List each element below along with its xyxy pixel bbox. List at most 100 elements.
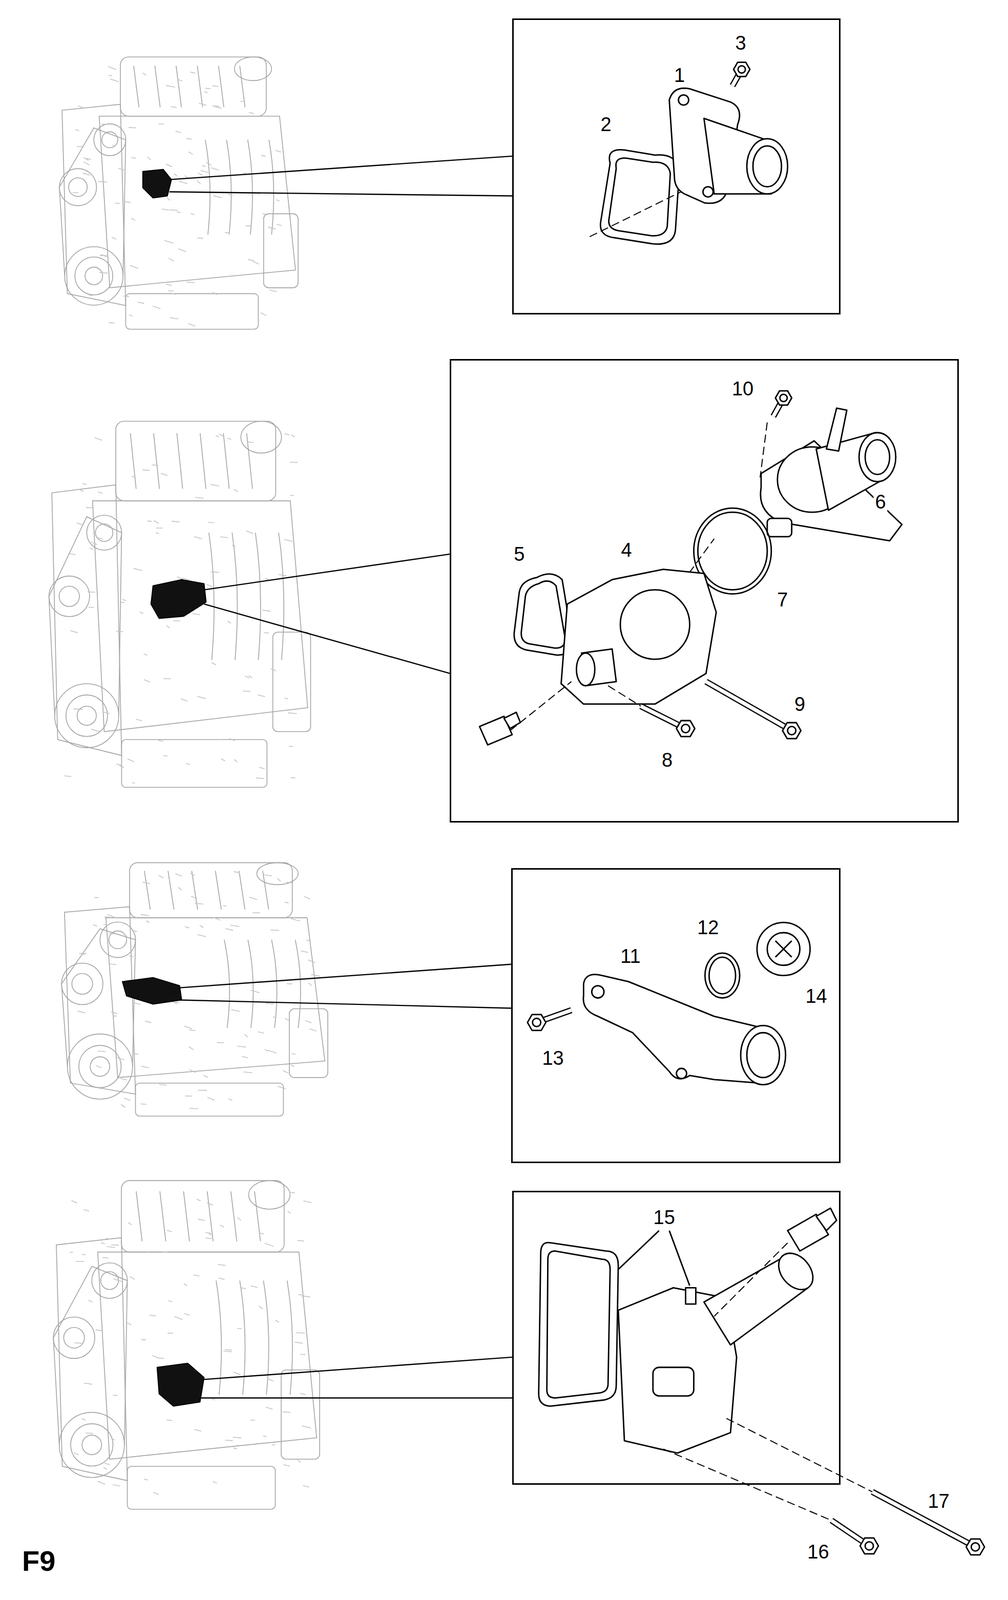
- shading-stroke: [213, 195, 222, 198]
- cover-rib: [200, 433, 206, 490]
- thermostat-insert: [767, 518, 792, 537]
- bolt-head: [733, 62, 750, 77]
- shading-stroke: [136, 719, 142, 721]
- shading-stroke: [229, 925, 240, 927]
- shading-stroke: [246, 531, 254, 534]
- shading-stroke: [212, 292, 218, 296]
- shading-stroke: [287, 1211, 291, 1214]
- reservoir: [240, 421, 282, 453]
- shading-stroke: [74, 1342, 83, 1344]
- shading-stroke: [167, 1332, 174, 1334]
- shading-stroke: [97, 1051, 106, 1052]
- oil-pan: [135, 1083, 284, 1117]
- shading-stroke: [227, 620, 231, 624]
- shading-stroke: [277, 1086, 286, 1089]
- cover-rib: [215, 870, 222, 910]
- shading-stroke: [288, 746, 294, 747]
- shading-stroke: [97, 1481, 105, 1485]
- shading-stroke: [131, 476, 136, 477]
- bolt-hole: [676, 1068, 687, 1079]
- shading-stroke: [259, 767, 265, 769]
- shading-stroke: [211, 168, 219, 171]
- shading-stroke: [220, 1225, 225, 1228]
- shading-stroke: [303, 1201, 312, 1203]
- crank-pulley: [64, 246, 123, 306]
- shading-stroke: [116, 631, 123, 633]
- shading-stroke: [206, 1202, 214, 1206]
- shading-stroke: [111, 1438, 116, 1441]
- shading-stroke: [220, 536, 229, 538]
- shading-stroke: [290, 1065, 295, 1067]
- shading-stroke: [283, 1464, 290, 1467]
- shading-stroke: [189, 1069, 197, 1074]
- shading-stroke: [178, 887, 182, 891]
- shading-stroke: [140, 1103, 147, 1105]
- shading-stroke: [199, 102, 207, 105]
- shading-stroke: [289, 462, 299, 464]
- pulley: [86, 515, 122, 551]
- shading-stroke: [197, 172, 203, 176]
- shading-stroke: [219, 434, 224, 437]
- shading-stroke: [80, 953, 86, 955]
- cover-rib: [207, 1191, 214, 1242]
- bolt-head: [782, 722, 802, 739]
- shading-stroke: [264, 874, 272, 876]
- shading-stroke: [178, 248, 186, 252]
- bolt-head: [787, 726, 796, 735]
- shading-stroke: [143, 654, 148, 656]
- oil-pan: [121, 739, 267, 788]
- centre-line: [714, 1243, 788, 1317]
- pulley: [93, 123, 126, 156]
- shading-stroke: [176, 212, 181, 213]
- manifold-pipe: [271, 939, 277, 1028]
- shading-stroke: [75, 129, 79, 131]
- callout-number: 6: [873, 492, 888, 512]
- reservoir: [234, 56, 272, 81]
- shading-stroke: [111, 1244, 119, 1246]
- shading-stroke: [88, 1300, 93, 1303]
- shading-stroke: [93, 924, 98, 927]
- figure-label: F9: [20, 1546, 57, 1576]
- cover-rib: [144, 870, 151, 910]
- shading-stroke: [108, 66, 117, 70]
- manifold-pipe: [295, 939, 301, 1028]
- pipe-end: [746, 138, 788, 195]
- cover-rib: [168, 870, 175, 910]
- shading-stroke: [190, 873, 195, 876]
- shading-stroke: [196, 1199, 201, 1202]
- shading-stroke: [94, 437, 103, 440]
- thermostat: [767, 932, 801, 966]
- shading-stroke: [73, 1452, 79, 1456]
- inset-frame: 10654798: [449, 359, 959, 823]
- shading-stroke: [89, 548, 94, 550]
- drive-belt: [61, 928, 136, 1067]
- shading-stroke: [175, 131, 182, 133]
- shading-stroke: [231, 1009, 240, 1012]
- pulley: [71, 973, 93, 995]
- shading-stroke: [250, 1286, 258, 1288]
- shading-stroke: [210, 484, 220, 487]
- shading-stroke: [190, 213, 195, 215]
- cover-rib: [176, 66, 182, 108]
- housing: [583, 974, 768, 1084]
- shading-stroke: [240, 1287, 246, 1289]
- callout-number: 13: [540, 1048, 565, 1068]
- pulley: [63, 1327, 84, 1349]
- shading-stroke: [242, 173, 247, 174]
- bolt-shank: [705, 681, 792, 731]
- shading-stroke: [89, 295, 93, 297]
- shading-stroke: [284, 902, 289, 903]
- cover-rib: [262, 870, 269, 910]
- timing-cover: [56, 1237, 128, 1481]
- timing-cover: [64, 906, 136, 1095]
- shading-stroke: [186, 138, 192, 139]
- shading-stroke: [83, 157, 89, 161]
- shading-stroke: [188, 151, 193, 155]
- shading-stroke: [262, 213, 266, 216]
- shading-stroke: [101, 123, 108, 125]
- shading-stroke: [122, 599, 126, 601]
- shading-stroke: [276, 199, 280, 201]
- shading-stroke: [108, 322, 115, 324]
- shading-stroke: [140, 914, 150, 916]
